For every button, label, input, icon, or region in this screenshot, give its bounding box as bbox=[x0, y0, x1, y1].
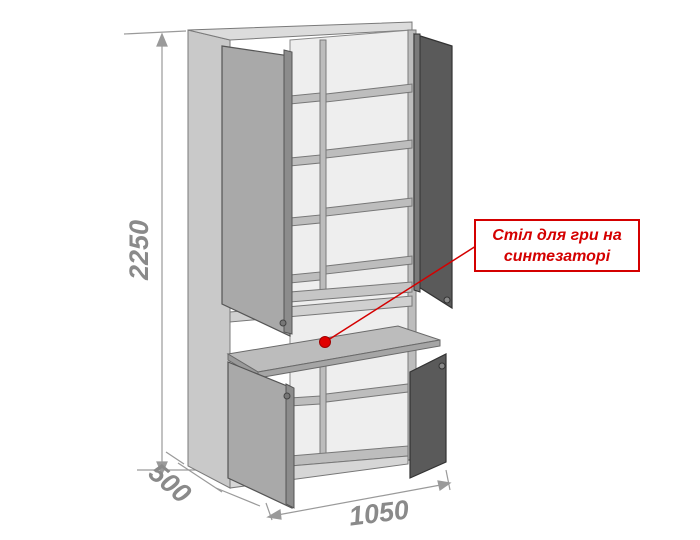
lower-right-door bbox=[409, 353, 447, 479]
lower-divider bbox=[319, 361, 327, 463]
lower-left-door bbox=[227, 361, 293, 509]
depth-dimension bbox=[165, 451, 261, 507]
height-label: 2250 bbox=[124, 220, 154, 281]
callout-line-1: Стіл для гри на bbox=[492, 227, 622, 244]
lower-right-door-handle bbox=[438, 362, 446, 370]
callout-pointer-line bbox=[324, 245, 477, 343]
lower-left-door-edge bbox=[285, 383, 295, 509]
width-dimension bbox=[265, 469, 452, 521]
callout-pointer-dot bbox=[319, 336, 331, 348]
width-label: 1050 bbox=[347, 495, 410, 532]
lower-left-door-handle bbox=[283, 392, 291, 400]
upper-right-door-handle bbox=[443, 296, 451, 304]
callout-box: Стіл для гри на синтезаторі bbox=[474, 219, 640, 272]
height-dimension bbox=[123, 30, 208, 476]
upper-divider bbox=[319, 39, 327, 297]
upper-left-door-edge bbox=[283, 49, 293, 335]
callout-line-2: синтезаторі bbox=[503, 248, 611, 265]
upper-left-door bbox=[221, 45, 291, 337]
upper-left-door-handle bbox=[279, 319, 287, 327]
upper-left-shelves bbox=[289, 92, 321, 284]
upper-right-door-edge bbox=[413, 33, 421, 293]
upper-right-shelves bbox=[325, 83, 413, 275]
